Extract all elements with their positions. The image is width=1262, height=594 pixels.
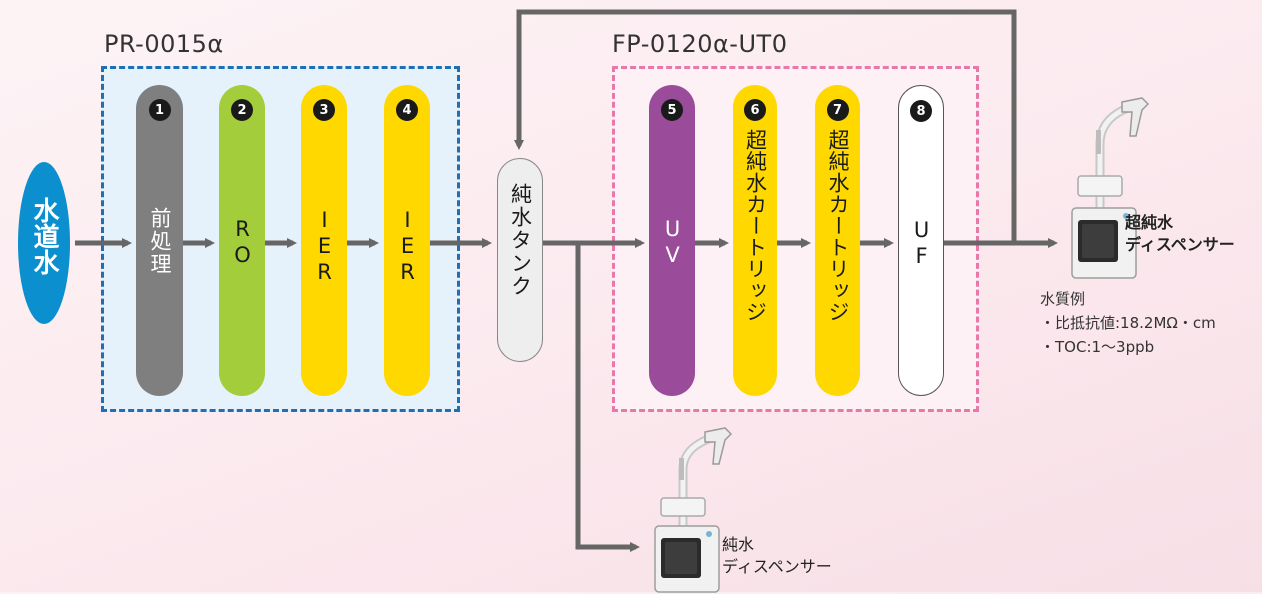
ultrapure-dispenser-icon <box>1071 97 1150 279</box>
stage-label: IER <box>312 208 337 286</box>
fp-group-title: FP-0120α-UT0 <box>612 30 788 58</box>
water-quality-note: 水質例 ・比抵抗値:18.2MΩ・cm ・TOC:1〜3ppb <box>1040 287 1216 359</box>
stage-1-pretreatment: 1 前処理 <box>136 85 183 396</box>
stage-label: 超純水カートリッジ <box>826 129 850 323</box>
stage-number-badge: 8 <box>910 100 932 122</box>
stage-2-ro: 2 RO <box>219 85 265 396</box>
stage-label: 前処理 <box>148 207 172 276</box>
pure-dispenser-icon <box>654 427 733 593</box>
pure-dispenser-label: 純水 ディスペンサー <box>722 534 832 578</box>
tank-label: 純水タンク <box>508 183 533 298</box>
stage-number-badge: 6 <box>744 99 766 121</box>
stage-label: UV <box>660 217 685 269</box>
ultrapure-dispenser-label-line2: ディスペンサー <box>1125 235 1235 254</box>
stage-number-badge: 7 <box>826 99 849 121</box>
stage-4-ier: 4 IER <box>384 85 430 396</box>
water-quality-resistivity: ・比抵抗値:18.2MΩ・cm <box>1040 314 1216 332</box>
tap-water-label: 水道水 <box>29 197 59 275</box>
stage-number-badge: 5 <box>661 99 683 121</box>
branch-to-pure-dispenser <box>575 243 640 552</box>
water-quality-title: 水質例 <box>1040 290 1086 308</box>
pr-group-title: PR-0015α <box>104 30 224 58</box>
stage-number-badge: 2 <box>231 99 253 121</box>
stage-number-badge: 4 <box>396 99 418 121</box>
pure-dispenser-label-line1: 純水 <box>722 535 755 554</box>
tap-water-source: 水道水 <box>18 162 70 324</box>
stage-3-ier: 3 IER <box>301 85 347 396</box>
pure-water-tank: 純水タンク <box>497 158 543 362</box>
stage-label: IER <box>395 208 420 286</box>
stage-number-badge: 3 <box>313 99 335 121</box>
stage-number-badge: 1 <box>148 99 171 121</box>
ultrapure-dispenser-label: 超純水 ディスペンサー <box>1125 212 1235 256</box>
ultrapure-dispenser-label-line1: 超純水 <box>1125 213 1174 232</box>
stage-5-uv: 5 UV <box>649 85 695 396</box>
stage-label: UF <box>909 218 934 270</box>
stage-6-ultrapure-cartridge: 6 超純水カートリッジ <box>733 85 777 396</box>
stage-label: RO <box>230 217 255 269</box>
recirculation-loop <box>514 9 1017 243</box>
stage-label: 超純水カートリッジ <box>743 129 768 323</box>
pure-dispenser-label-line2: ディスペンサー <box>722 557 832 576</box>
stage-8-uf: 8 UF <box>898 85 944 396</box>
stage-7-ultrapure-cartridge: 7 超純水カートリッジ <box>815 85 860 396</box>
water-quality-toc: ・TOC:1〜3ppb <box>1040 338 1155 356</box>
